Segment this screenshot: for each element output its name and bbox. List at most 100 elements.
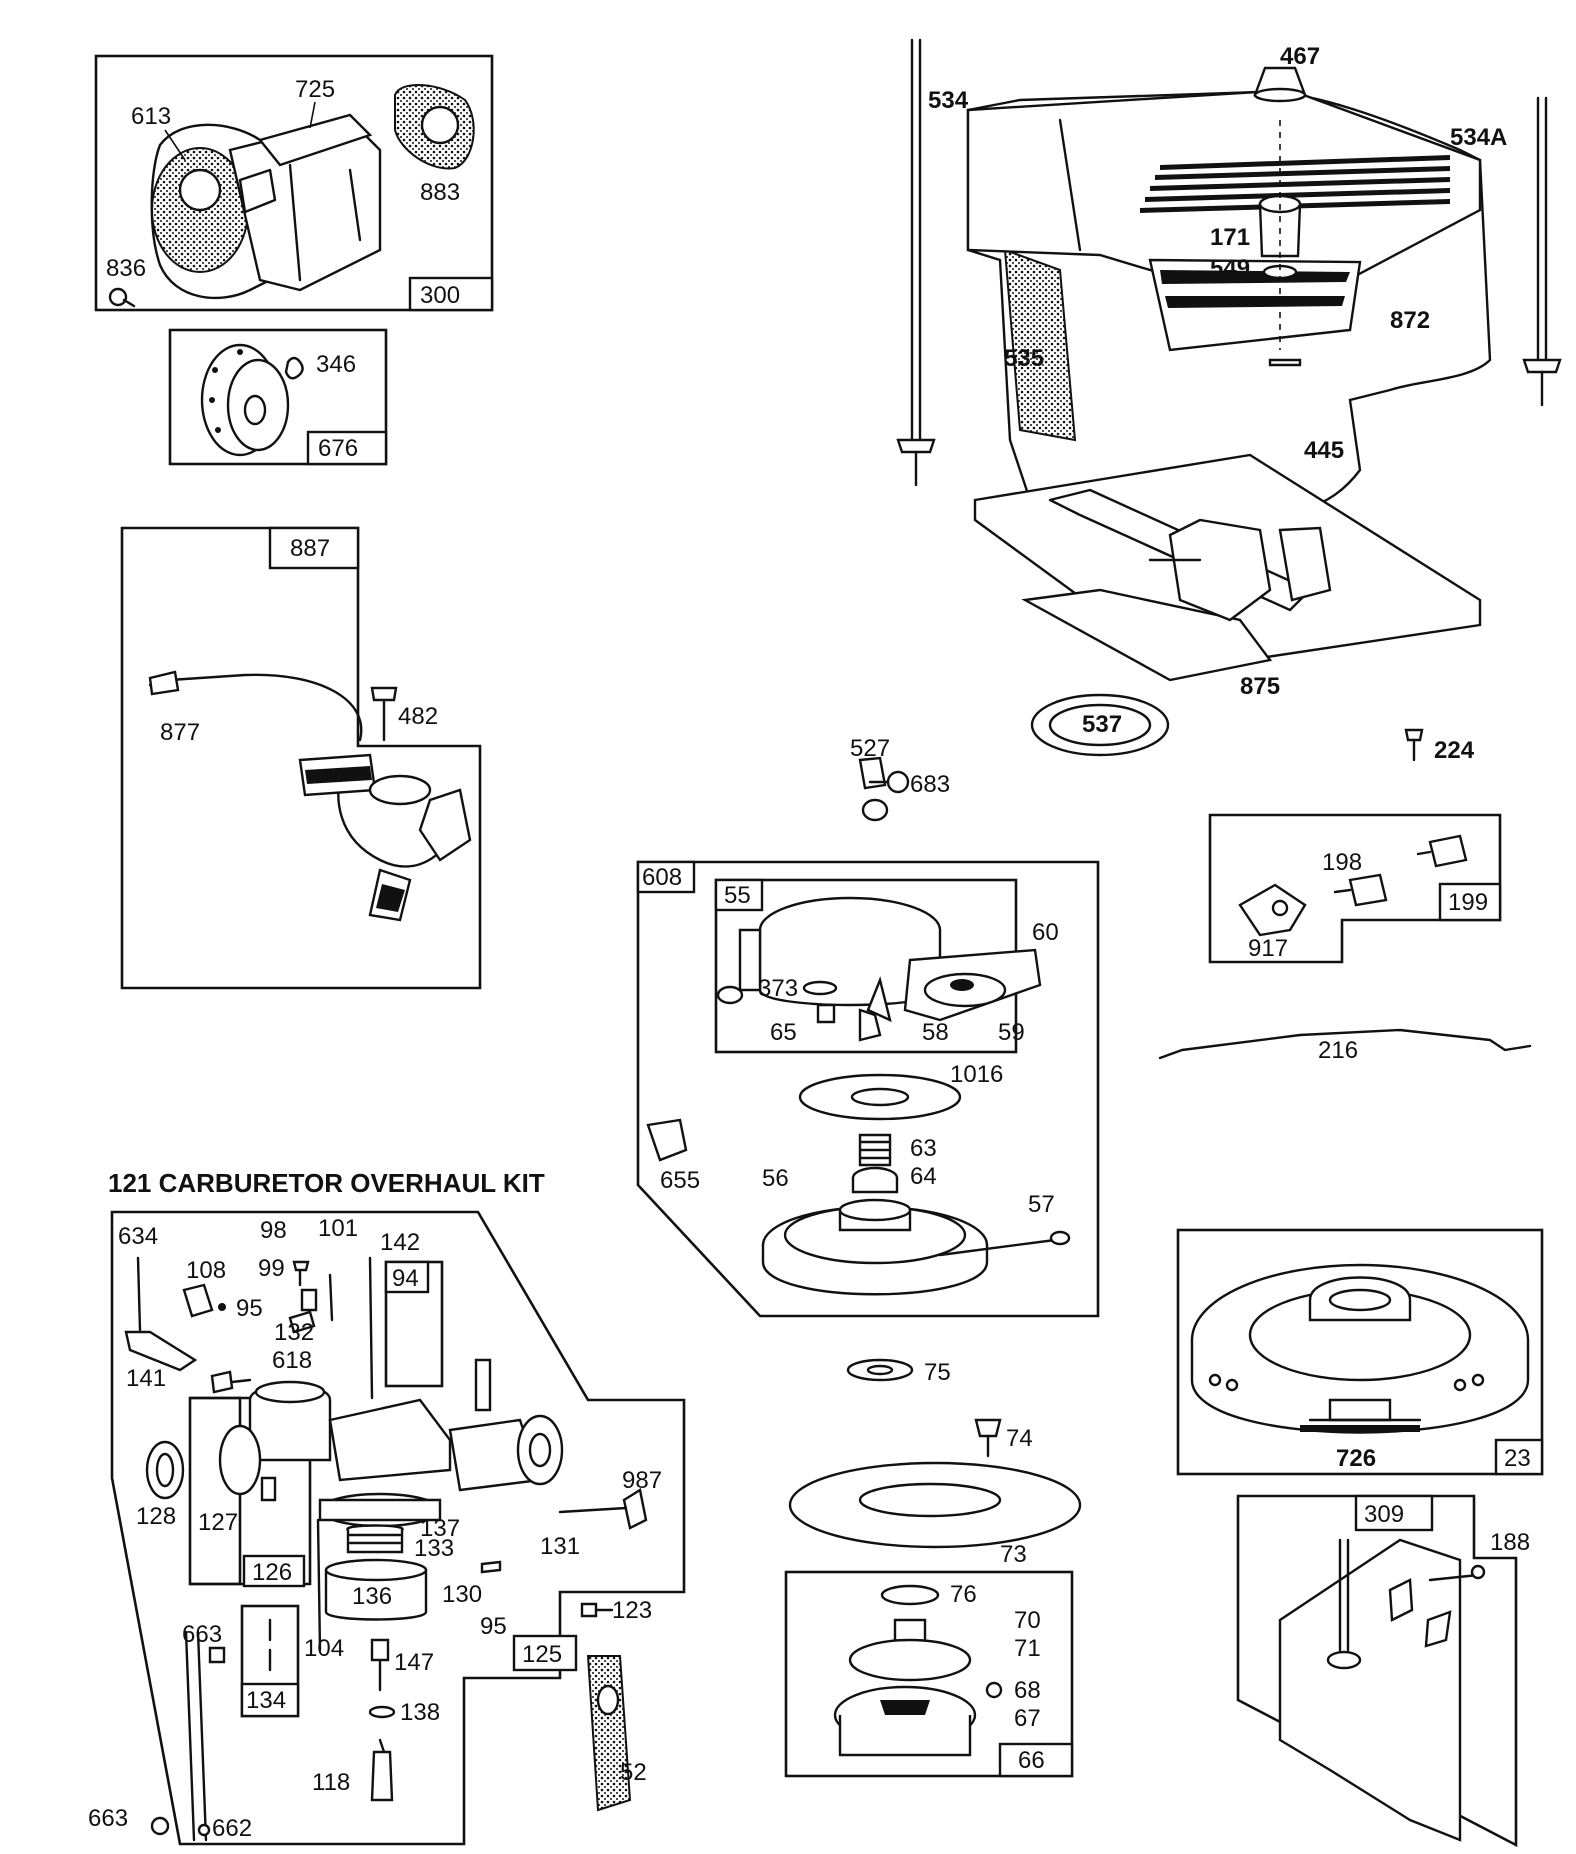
tank-illustration	[966, 66, 1492, 522]
part-label-142: 142	[380, 1229, 420, 1256]
pulley-56-illustration	[761, 1198, 1071, 1296]
part-label-71: 71	[1014, 1635, 1041, 1662]
tank-base-875-illustration	[973, 453, 1482, 682]
part-label-59: 59	[998, 1019, 1025, 1046]
box-66-label: 66	[1018, 1747, 1045, 1774]
screw-836-illustration	[108, 287, 136, 308]
box-676-frame	[168, 328, 388, 466]
part-label-65: 65	[770, 1019, 797, 1046]
carburetor-kit-group: 121 CARBURETOR OVERHAUL KIT 126 125 94 1…	[88, 1168, 686, 1846]
screen-illustration	[200, 343, 304, 457]
ignition-group: 887 877 482	[120, 526, 482, 990]
box-55-tag	[714, 878, 764, 912]
part-label-655: 655	[660, 1167, 700, 1194]
part-label-537: 537	[1082, 711, 1122, 738]
part-label-108: 108	[186, 1257, 226, 1284]
muffler-assembly-group: 300 613 725 883 836	[94, 54, 494, 312]
fuel-tank-group: 534 534A 467 171 549 872 535 445 875 537	[896, 38, 1562, 757]
box-94-label: 94	[392, 1265, 419, 1292]
part-label-147: 147	[394, 1649, 434, 1676]
part-label-127: 127	[198, 1509, 238, 1536]
part-label-138: 138	[400, 1699, 440, 1726]
small-parts-group: 527 683 224	[850, 728, 1475, 822]
box-199-tag	[1438, 882, 1502, 922]
ignition-armature-illustration	[148, 670, 472, 922]
part-label-875: 875	[1240, 673, 1280, 700]
bracket-309-group: 309 188	[1236, 1494, 1530, 1848]
part-label-76: 76	[950, 1581, 977, 1608]
part-label-67: 67	[1014, 1705, 1041, 1732]
starter-housing-illustration	[716, 896, 1042, 1042]
box-125-label: 125	[522, 1641, 562, 1668]
part-label-73: 73	[1000, 1541, 1027, 1568]
flywheel-illustration	[1190, 1263, 1530, 1434]
part-label-872: 872	[1390, 307, 1430, 334]
part-label-216: 216	[1318, 1037, 1358, 1064]
part-label-70: 70	[1014, 1607, 1041, 1634]
part-label-130: 130	[442, 1581, 482, 1608]
gasket-883-illustration	[394, 84, 475, 170]
part-label-198: 198	[1322, 849, 1362, 876]
part-label-57: 57	[1028, 1191, 1055, 1218]
bracket-illustration	[1278, 1538, 1486, 1842]
leader-613	[164, 129, 186, 161]
box-309-frame	[1236, 1494, 1518, 1848]
flywheel-screen-group: 676 346	[168, 328, 388, 466]
screw-482-illustration	[370, 686, 398, 742]
part-label-883: 883	[420, 179, 460, 206]
part-label-99: 99	[258, 1255, 285, 1282]
part-label-171: 171	[1210, 224, 1250, 251]
box-199-frame	[1208, 813, 1502, 964]
box-608-tag	[636, 860, 696, 894]
part-label-534: 534	[928, 87, 969, 114]
box-887-frame	[120, 526, 482, 990]
box-199-label: 199	[1448, 889, 1488, 916]
part-label-74: 74	[1006, 1425, 1033, 1452]
part-label-224: 224	[1434, 737, 1475, 764]
screw-224-illustration	[1404, 728, 1424, 762]
box-55-label: 55	[724, 882, 751, 909]
box-300-tag	[408, 276, 494, 312]
part-label-60: 60	[1032, 919, 1059, 946]
part-label-98: 98	[260, 1217, 287, 1244]
box-23-tag	[1494, 1438, 1544, 1476]
part-label-58: 58	[922, 1019, 949, 1046]
part-label-877: 877	[160, 719, 200, 746]
part-label-132: 132	[274, 1319, 314, 1346]
part-label-137: 137	[420, 1515, 460, 1542]
part-label-534a: 534A	[1450, 124, 1507, 151]
part-label-662: 662	[212, 1815, 252, 1842]
box-125-tag	[512, 1634, 578, 1672]
box-676-tag	[306, 430, 388, 466]
box-608-frame	[636, 860, 1100, 1318]
part-label-535: 535	[1004, 345, 1044, 372]
box-887-label: 887	[290, 535, 330, 562]
part-527-illustration	[858, 756, 887, 790]
carb-small-parts-illustration	[124, 1256, 648, 1842]
part-label-118: 118	[312, 1769, 350, 1796]
box-608-label: 608	[642, 864, 682, 891]
washer-1016-illustration	[798, 1073, 962, 1121]
control-wire-216: 216	[1158, 1028, 1532, 1064]
part-label-52: 52	[620, 1759, 647, 1786]
clip-655-illustration	[646, 1118, 688, 1162]
bolt-534a-illustration	[1522, 96, 1562, 407]
part-label-95a: 95	[236, 1295, 263, 1322]
part-label-56: 56	[762, 1165, 789, 1192]
part-label-549: 549	[1210, 255, 1250, 282]
part-label-104: 104	[304, 1635, 344, 1662]
cap-537-illustration	[1030, 693, 1170, 757]
bolt-534-illustration	[896, 38, 936, 487]
box-676-label: 676	[318, 435, 358, 462]
rewind-starter-group: 608 55	[636, 860, 1100, 1318]
part-label-663b: 663	[88, 1805, 128, 1832]
spring-63-64-illustration	[851, 1133, 899, 1194]
part-label-527: 527	[850, 735, 890, 762]
part-label-683: 683	[910, 771, 950, 798]
part-label-123: 123	[612, 1597, 652, 1624]
part-label-445: 445	[1304, 437, 1344, 464]
part-label-482: 482	[398, 703, 438, 730]
part-label-987: 987	[622, 1467, 662, 1494]
part-label-836: 836	[106, 255, 146, 282]
